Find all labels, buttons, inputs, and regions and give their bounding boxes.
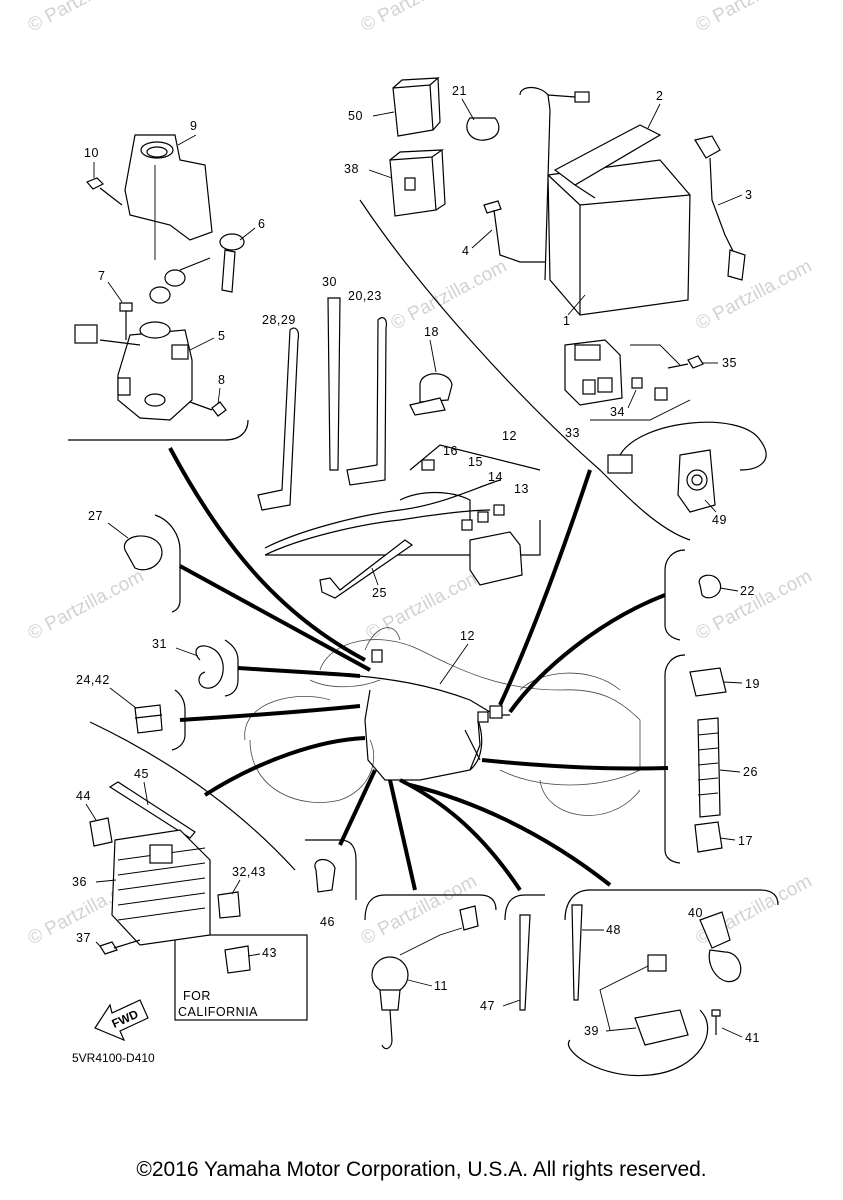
label-39: 39 xyxy=(584,1024,599,1038)
label-34: 34 xyxy=(610,405,625,419)
label-7: 7 xyxy=(98,269,105,283)
label-40: 40 xyxy=(688,906,703,920)
relay-unit-assembly xyxy=(564,339,767,513)
label-12-mid: 12 xyxy=(460,629,475,643)
label-9: 9 xyxy=(190,119,197,133)
label-33: 33 xyxy=(565,426,580,440)
cable-ties-and-harness xyxy=(257,297,541,599)
label-26: 26 xyxy=(743,765,758,779)
label-30: 30 xyxy=(322,275,337,289)
label-46: 46 xyxy=(320,915,335,929)
label-8: 8 xyxy=(218,373,225,387)
label-5: 5 xyxy=(218,329,225,343)
note-for: FOR xyxy=(183,989,211,1003)
sensor-switch-assembly xyxy=(314,859,742,1077)
label-31: 31 xyxy=(152,637,167,651)
label-14: 14 xyxy=(488,470,503,484)
label-10: 10 xyxy=(84,146,99,160)
label-45: 45 xyxy=(134,767,149,781)
label-20-23: 20,23 xyxy=(348,289,382,303)
label-28-29: 28,29 xyxy=(262,313,296,327)
label-47: 47 xyxy=(480,999,495,1013)
watermark: © Partzilla.com xyxy=(24,0,147,36)
motorcycle-outline xyxy=(244,627,641,816)
label-25: 25 xyxy=(372,586,387,600)
watermark: © Partzilla.com xyxy=(692,256,815,335)
label-16: 16 xyxy=(443,444,458,458)
label-18: 18 xyxy=(424,325,439,339)
label-6: 6 xyxy=(258,217,265,231)
label-21: 21 xyxy=(452,84,467,98)
label-49: 49 xyxy=(712,513,727,527)
label-12-top: 12 xyxy=(502,429,517,443)
leader-lines xyxy=(168,447,669,892)
label-4: 4 xyxy=(462,244,469,258)
label-13: 13 xyxy=(514,482,529,496)
watermark: © Partzilla.com xyxy=(692,0,815,36)
callout-labels: 9 10 6 7 5 8 50 38 21 2 3 4 1 30 20,23 2… xyxy=(72,84,760,1045)
label-35: 35 xyxy=(722,356,737,370)
label-44: 44 xyxy=(76,789,91,803)
battery-assembly xyxy=(389,77,746,316)
copyright-footer: ©2016 Yamaha Motor Corporation, U.S.A. A… xyxy=(136,1158,707,1181)
label-22: 22 xyxy=(740,584,755,598)
label-15: 15 xyxy=(468,455,483,469)
watermark: © Partzilla.com xyxy=(24,566,147,645)
label-17: 17 xyxy=(738,834,753,848)
label-38: 38 xyxy=(344,162,359,176)
label-36: 36 xyxy=(72,875,87,889)
label-11: 11 xyxy=(434,979,448,993)
label-50: 50 xyxy=(348,109,363,123)
label-48: 48 xyxy=(606,923,621,937)
label-32-43: 32,43 xyxy=(232,865,266,879)
watermark: © Partzilla.com xyxy=(357,0,480,36)
label-19: 19 xyxy=(745,677,760,691)
small-clips xyxy=(123,535,727,853)
ignition-switch-assembly xyxy=(74,134,245,421)
label-43: 43 xyxy=(262,946,277,960)
watermark: © Partzilla.com xyxy=(387,256,510,335)
note-california: CALIFORNIA xyxy=(178,1005,258,1019)
label-41: 41 xyxy=(745,1031,760,1045)
label-27: 27 xyxy=(88,509,103,523)
label-1: 1 xyxy=(563,314,570,328)
label-24-42: 24,42 xyxy=(76,673,110,687)
diagram-code: 5VR4100-D410 xyxy=(72,1051,155,1065)
rectifier-assembly xyxy=(89,781,251,1042)
label-37: 37 xyxy=(76,931,91,945)
panel-outlines xyxy=(68,199,779,1021)
label-3: 3 xyxy=(745,188,752,202)
label-2: 2 xyxy=(656,89,663,103)
